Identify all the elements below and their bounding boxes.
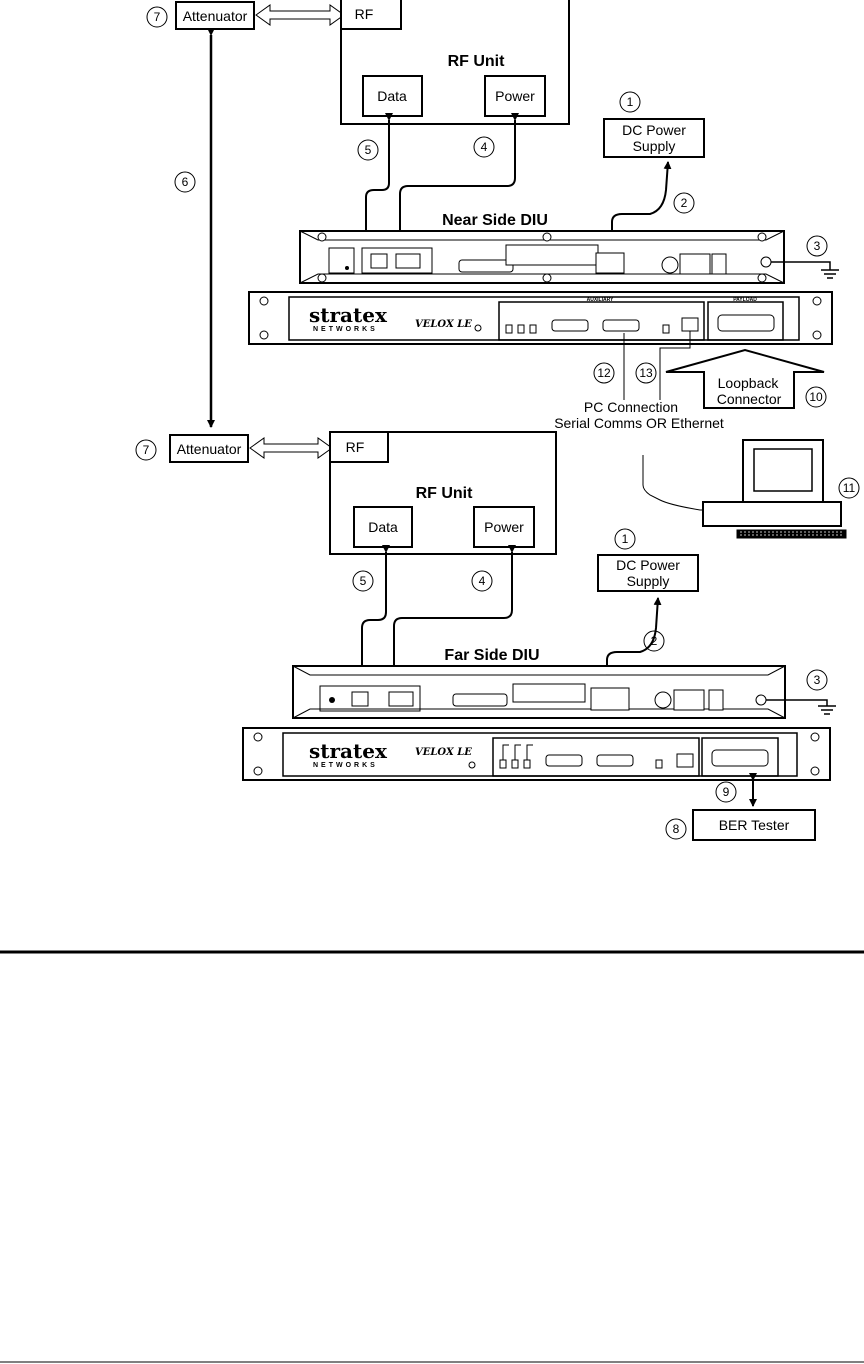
svg-text:7: 7 — [154, 10, 161, 24]
rf-unit-bottom: RF RF Unit Data Power — [329, 431, 557, 555]
near-side-diu-front: stratex NETWORKS VELOX LE AUXILIARY PAYL… — [248, 291, 833, 345]
callout-3-bottom: 3 — [806, 669, 828, 691]
svg-text:Power: Power — [484, 519, 524, 535]
callout-6: 6 — [174, 171, 196, 193]
callout-7-top: 7 — [146, 6, 168, 28]
svg-text:RF Unit: RF Unit — [448, 53, 506, 70]
svg-text:Data: Data — [368, 519, 398, 535]
svg-text:Connector: Connector — [717, 391, 782, 407]
svg-text:RF Unit: RF Unit — [416, 485, 474, 502]
rf-link-arrow-top — [255, 4, 345, 26]
svg-text:RF: RF — [346, 439, 365, 455]
far-side-diu-title: Far Side DIU — [444, 647, 539, 664]
near-side-diu-rear — [299, 230, 785, 284]
svg-text:NETWORKS: NETWORKS — [313, 762, 378, 769]
svg-text:1: 1 — [622, 532, 629, 546]
callout-7-bottom: 7 — [135, 439, 157, 461]
ber-tester: BER Tester — [692, 809, 816, 841]
callout-5-bottom: 5 — [352, 570, 374, 592]
svg-text:2: 2 — [681, 196, 688, 210]
callout-8: 8 — [665, 818, 687, 840]
svg-text:4: 4 — [481, 140, 488, 154]
svg-text:4: 4 — [479, 574, 486, 588]
svg-text:7: 7 — [143, 443, 150, 457]
pc-computer — [642, 439, 847, 539]
rf-link-arrow-bottom — [249, 437, 333, 459]
product-logo: VELOX LE — [415, 319, 472, 330]
svg-text:RF: RF — [355, 6, 374, 22]
callout-12: 12 — [593, 362, 615, 384]
svg-text:Supply: Supply — [633, 138, 676, 154]
ethernet-pointer-line — [659, 331, 691, 400]
dc-cable-bottom — [603, 597, 662, 687]
ground-icon-bottom — [766, 699, 836, 715]
callout-4-bottom: 4 — [471, 570, 493, 592]
callout-4-top: 4 — [473, 136, 495, 158]
loopback-connector-arrow — [665, 348, 825, 409]
power-cable-top — [396, 113, 519, 241]
svg-text:Data: Data — [377, 88, 407, 104]
svg-text:Loopback: Loopback — [718, 375, 780, 391]
serial-comms-label: Serial Comms OR Ethernet — [554, 415, 724, 431]
callout-9: 9 — [715, 781, 737, 803]
svg-text:NETWORKS: NETWORKS — [313, 326, 378, 333]
callout-10: 10 — [805, 386, 827, 408]
power-cable-bottom — [390, 545, 516, 681]
callout-11: 11 — [838, 477, 860, 499]
callout-1-top: 1 — [619, 91, 641, 113]
dc-power-supply-bottom: DC Power Supply — [597, 554, 699, 592]
dc-cable-top — [608, 161, 672, 247]
svg-text:BER Tester: BER Tester — [719, 817, 790, 833]
attenuator-bottom: Attenuator — [169, 434, 249, 463]
callout-13: 13 — [635, 362, 657, 384]
svg-text:PAYLOAD: PAYLOAD — [733, 297, 757, 303]
data-cable-top — [362, 113, 393, 241]
callout-5-top: 5 — [357, 139, 379, 161]
svg-text:Attenuator: Attenuator — [183, 8, 248, 24]
svg-text:VELOX LE: VELOX LE — [415, 747, 472, 758]
svg-text:13: 13 — [639, 366, 653, 380]
svg-text:Power: Power — [495, 88, 535, 104]
callout-1-bottom: 1 — [614, 528, 636, 550]
svg-text:stratex: stratex — [309, 739, 388, 763]
near-side-diu-title: Near Side DIU — [442, 212, 548, 229]
far-side-diu-front: stratex NETWORKS VELOX LE — [242, 727, 831, 781]
svg-text:AUXILIARY: AUXILIARY — [587, 297, 614, 303]
svg-text:DC Power: DC Power — [622, 122, 686, 138]
data-cable-bottom — [358, 545, 390, 681]
svg-text:5: 5 — [360, 574, 367, 588]
svg-text:9: 9 — [723, 785, 730, 799]
svg-text:DC Power: DC Power — [616, 557, 680, 573]
stratex-logo: stratex — [309, 303, 388, 327]
ground-icon-top — [771, 261, 839, 279]
svg-text:Supply: Supply — [627, 573, 670, 589]
svg-text:5: 5 — [365, 143, 372, 157]
svg-text:2: 2 — [651, 634, 658, 648]
svg-text:Attenuator: Attenuator — [177, 441, 242, 457]
svg-text:3: 3 — [814, 239, 821, 253]
svg-text:1: 1 — [627, 95, 634, 109]
svg-text:12: 12 — [597, 366, 611, 380]
callout-2-bottom: 2 — [643, 630, 665, 652]
far-side-diu-rear — [292, 665, 786, 719]
attenuator-top: Attenuator — [175, 1, 255, 30]
svg-text:11: 11 — [843, 481, 856, 495]
callout-3-top: 3 — [806, 235, 828, 257]
svg-text:6: 6 — [182, 175, 189, 189]
svg-text:10: 10 — [809, 390, 823, 404]
svg-text:8: 8 — [673, 822, 680, 836]
rf-unit-top: RF RF Unit Data Power — [340, 0, 570, 125]
dc-power-supply-top: DC Power Supply — [603, 118, 705, 158]
svg-text:3: 3 — [814, 673, 821, 687]
callout-2-top: 2 — [673, 192, 695, 214]
pc-connection-label: PC Connection — [584, 399, 678, 415]
